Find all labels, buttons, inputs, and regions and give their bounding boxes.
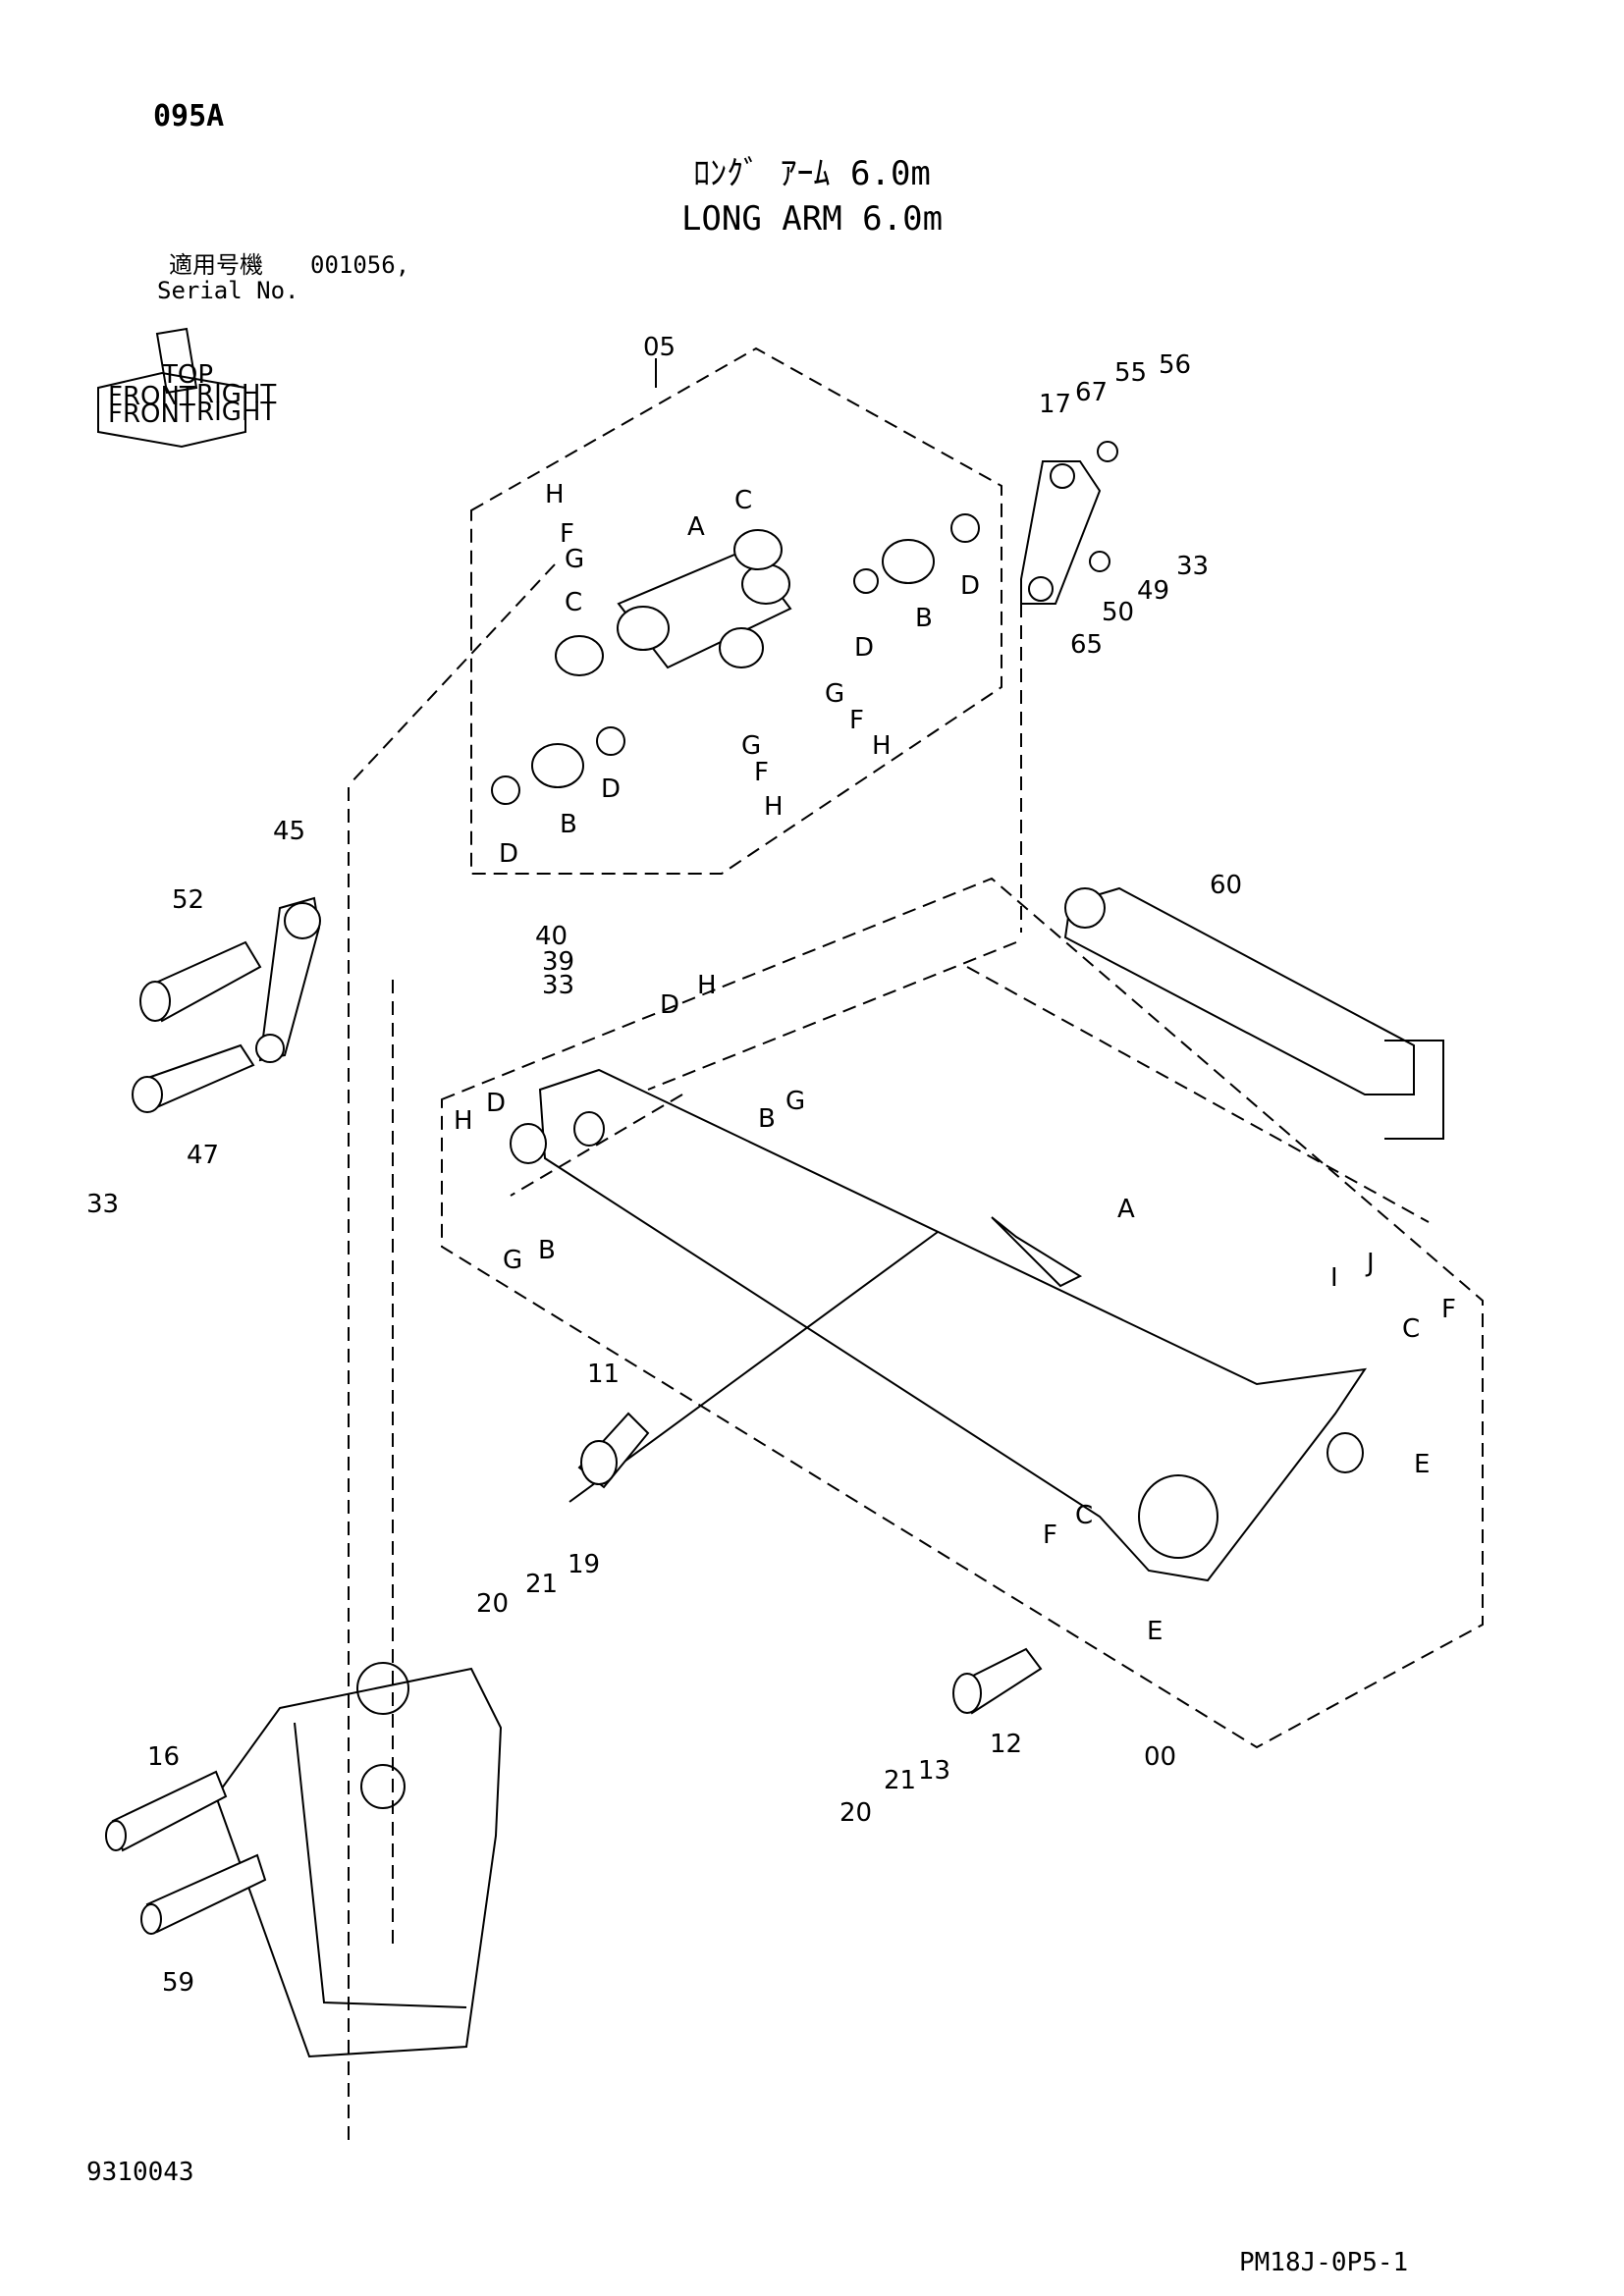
callout-40: 40 (535, 922, 568, 951)
callout-05: 05 (643, 333, 676, 362)
callout-F1: F (560, 519, 574, 549)
callout-H3: H (764, 792, 784, 822)
callout-C1: C (734, 486, 752, 515)
callout-67: 67 (1075, 378, 1108, 407)
callout-I1: I (1330, 1263, 1338, 1293)
callout-E1: E (1414, 1450, 1430, 1479)
serial-label-japanese: 適用号機 (169, 251, 263, 279)
callout-65: 65 (1070, 630, 1103, 660)
callout-21a: 21 (525, 1570, 558, 1599)
callout-16: 16 (147, 1742, 180, 1772)
callout-A1: A (687, 512, 705, 542)
callout-39: 39 (542, 947, 574, 977)
side-link-17 (1020, 441, 1118, 605)
link-45 (255, 896, 321, 1063)
callout-B3: B (758, 1104, 776, 1134)
pin-59 (140, 1853, 267, 1935)
figure-code: PM18J-0P5-1 (1239, 2248, 1409, 2277)
title-english: LONG ARM 6.0m (680, 199, 944, 239)
callout-52: 52 (172, 885, 204, 915)
callout-B2: B (560, 810, 577, 839)
callout-56: 56 (1159, 350, 1191, 380)
pin-16 (105, 1770, 228, 1852)
callout-D2: D (960, 571, 980, 601)
svg-text:RIGHT: RIGHT (196, 398, 276, 427)
callout-F5: F (1043, 1521, 1057, 1550)
svg-text:RIGHT: RIGHT (196, 380, 276, 409)
callout-G4: G (785, 1087, 805, 1116)
callout-G5: G (503, 1246, 522, 1275)
callout-50: 50 (1102, 598, 1134, 627)
callout-G3: G (741, 731, 761, 761)
callout-D4: D (499, 839, 518, 869)
callout-20a: 20 (476, 1589, 509, 1619)
callout-C4: C (1075, 1501, 1093, 1530)
title-japanese: ﾛﾝｸﾞ ｱｰﾑ 6.0m (693, 154, 931, 193)
callout-11: 11 (587, 1360, 620, 1389)
orientation-icon: FRONT FRONT RIGHT RIGHT TOP (97, 327, 276, 449)
svg-text:TOP: TOP (161, 360, 213, 390)
page-code: 095A (153, 99, 225, 133)
callout-D6: D (486, 1089, 506, 1118)
pin-11 (577, 1412, 650, 1489)
group-05-boundary (470, 347, 1002, 875)
callout-55: 55 (1114, 358, 1147, 388)
callout-F2: F (849, 706, 864, 735)
callout-59: 59 (162, 1968, 194, 1998)
callout-labels: 05 00 11 12 13 16 17 19 20 20 21 21 33 3… (86, 333, 1456, 1998)
drawing-number: 9310043 (86, 2158, 194, 2187)
arm-body (510, 1068, 1368, 1582)
callout-D5: D (660, 990, 679, 1020)
callout-47: 47 (187, 1141, 219, 1170)
callout-17: 17 (1039, 390, 1071, 419)
callout-33c: 33 (86, 1190, 119, 1219)
group-00-boundary (441, 877, 1484, 1749)
callout-60: 60 (1210, 871, 1242, 900)
callout-45: 45 (273, 817, 305, 846)
callout-D3: D (601, 774, 621, 804)
callout-F4: F (1441, 1295, 1456, 1324)
bucket (214, 1662, 503, 2058)
pin-52 (139, 940, 262, 1023)
callout-21b: 21 (884, 1766, 916, 1795)
callout-B1: B (915, 604, 933, 633)
callout-C2: C (565, 588, 582, 617)
svg-text:FRONT: FRONT (108, 400, 195, 429)
callout-20b: 20 (839, 1798, 872, 1828)
callout-00: 00 (1144, 1742, 1176, 1772)
callout-G2: G (825, 679, 844, 709)
callout-D1: D (854, 633, 874, 663)
svg-text:FRONT: FRONT (108, 382, 195, 411)
callout-33a: 33 (1176, 552, 1209, 581)
callout-C3: C (1402, 1314, 1420, 1344)
callout-19: 19 (568, 1550, 600, 1579)
callout-H2: H (872, 731, 892, 761)
callout-12: 12 (990, 1730, 1022, 1759)
callout-E2: E (1147, 1617, 1163, 1646)
pin-47 (132, 1043, 255, 1113)
callout-33b: 33 (542, 971, 574, 1000)
callout-J1: J (1365, 1249, 1375, 1278)
callout-49: 49 (1137, 576, 1169, 606)
callout-H1: H (545, 480, 565, 509)
callout-G1: G (565, 545, 584, 574)
pin-12 (952, 1647, 1043, 1715)
callout-B4: B (538, 1236, 556, 1265)
callout-13: 13 (918, 1756, 950, 1786)
callout-F3: F (754, 758, 769, 787)
callout-A2: A (1117, 1195, 1135, 1224)
link-assembly (491, 513, 980, 805)
serial-label-english: Serial No. (157, 277, 299, 304)
serial-value: 001056, (310, 251, 410, 279)
bucket-cylinder (1063, 886, 1444, 1140)
leader-lines (348, 563, 1430, 2140)
callout-H4: H (697, 971, 717, 1000)
callout-H5: H (454, 1106, 473, 1136)
